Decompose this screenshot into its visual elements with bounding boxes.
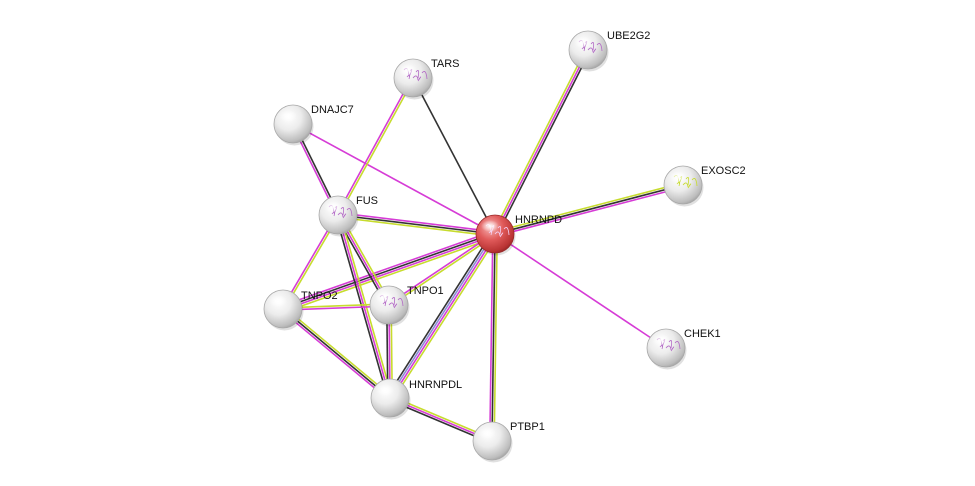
edge-strand-experiments: [283, 234, 496, 311]
node-ube2g2[interactable]: UBE2G2: [568, 30, 650, 72]
edge-hnrnpd-hnrnpdl: [386, 231, 499, 401]
node-label: TNPO1: [407, 285, 444, 297]
node-label: UBE2G2: [607, 30, 650, 42]
edge-strand-coexpression: [282, 308, 391, 399]
node-tnpo1[interactable]: TNPO1: [369, 285, 444, 327]
node-highlight: [399, 64, 417, 76]
edge-strand-coexpression: [496, 50, 591, 236]
edge-strand-experiments: [390, 234, 497, 400]
node-label: EXOSC2: [701, 165, 746, 177]
node-bubble: [263, 289, 303, 329]
edge-strand-coexpression: [412, 77, 496, 235]
node-highlight: [279, 110, 297, 122]
node-tnpo2[interactable]: TNPO2: [263, 289, 338, 331]
edge-strand-coexpression: [494, 184, 684, 235]
edge-strand-textmining: [283, 236, 497, 313]
edge-strand-coexpression: [282, 232, 495, 309]
node-highlight: [574, 36, 592, 48]
edge-strand-textmining: [493, 234, 498, 442]
node-label: HNRNPD: [515, 214, 562, 226]
edge-hnrnpd-tars: [412, 77, 496, 235]
node-label: FUS: [356, 195, 378, 207]
edge-strand-experiments: [336, 77, 413, 215]
edge-strand-coexpression: [386, 231, 493, 397]
node-highlight: [478, 427, 496, 439]
node-label: CHEK1: [684, 328, 721, 340]
node-label: TNPO2: [301, 290, 338, 302]
node-highlight: [652, 334, 670, 346]
node-hnrnpd[interactable]: HNRNPD: [475, 214, 562, 256]
edge-strand-experiments: [281, 230, 495, 307]
node-dnajc7[interactable]: DNAJC7: [273, 104, 354, 146]
node-highlight: [481, 220, 499, 232]
node-fus[interactable]: FUS: [318, 195, 378, 237]
edge-hnrnpd-chek1: [494, 233, 667, 349]
edge-strand-textmining: [338, 78, 415, 216]
edge-hnrnpd-dnajc7: [292, 123, 496, 235]
edge-hnrnpd-tnpo1: [387, 232, 497, 307]
edge-strand-coexpression: [337, 214, 496, 235]
edge-hnrnpd-fus: [337, 212, 496, 237]
edge-strand-textmining: [337, 216, 495, 237]
edge-strand-experiments: [292, 123, 496, 235]
edge-strand-experiments: [281, 310, 390, 401]
node-label: HNRNPDL: [409, 379, 462, 391]
edge-strand-experiments: [495, 186, 684, 237]
edge-strand-textmining: [339, 214, 393, 398]
node-highlight: [669, 171, 687, 183]
node-hnrnpdl[interactable]: HNRNPDL: [370, 378, 462, 420]
edge-strand-textmining: [494, 182, 683, 233]
edge-strand-experiments: [494, 233, 667, 349]
node-bubble: [273, 104, 313, 144]
edge-strand-textmining: [389, 234, 497, 307]
node-label: DNAJC7: [311, 104, 354, 116]
edge-tnpo2-hnrnpdl: [281, 306, 392, 401]
node-label: TARS: [431, 58, 460, 70]
node-exosc2[interactable]: EXOSC2: [663, 165, 746, 207]
edge-strand-experiments: [494, 49, 589, 235]
edge-strand-coexpression: [491, 233, 496, 442]
edge-hnrnpd-tnpo2: [281, 230, 497, 313]
edge-strand-experiments: [338, 212, 496, 233]
node-highlight: [375, 291, 393, 303]
edge-strand-textmining: [392, 235, 499, 401]
node-highlight: [269, 295, 287, 307]
node-bubble: [472, 421, 512, 461]
node-ptbp1[interactable]: PTBP1: [472, 421, 545, 463]
node-highlight: [324, 201, 342, 213]
node-tars[interactable]: TARS: [393, 58, 460, 100]
edge-hnrnpd-exosc2: [494, 182, 684, 237]
node-highlight: [376, 384, 394, 396]
edge-strand-experiments: [387, 232, 495, 305]
edge-tars-fus: [336, 77, 415, 216]
edge-strand-textmining: [283, 306, 392, 397]
edge-hnrnpd-ptbp1: [489, 233, 498, 442]
node-bubble: [370, 378, 410, 418]
edge-strand-homology: [388, 232, 495, 398]
node-label: PTBP1: [510, 421, 545, 433]
edge-hnrnpd-ube2g2: [492, 48, 591, 236]
node-chek1[interactable]: CHEK1: [646, 328, 721, 370]
edge-strand-textmining: [492, 48, 587, 234]
edge-strand-experiments: [489, 233, 494, 441]
